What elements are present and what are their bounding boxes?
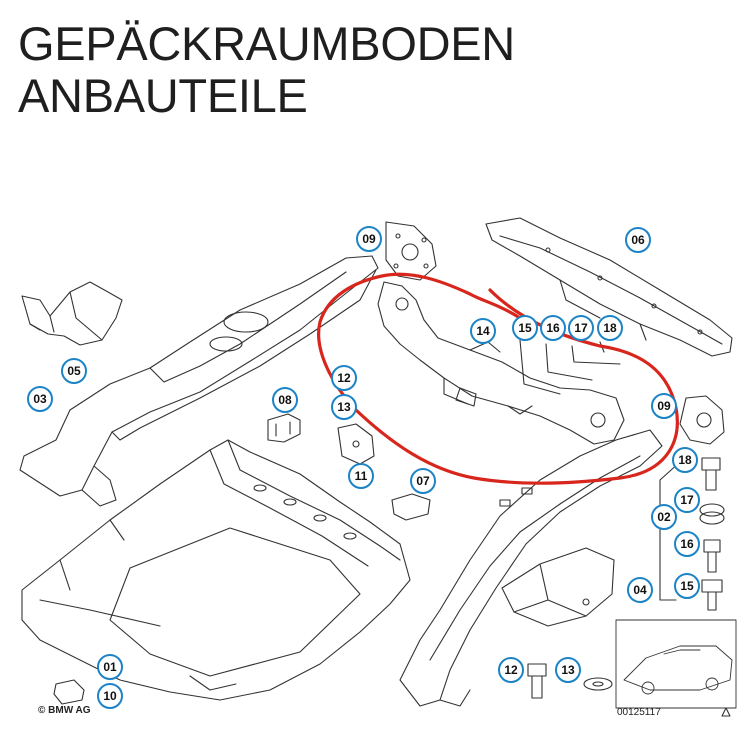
callout-label: 18 (603, 321, 617, 335)
callout-18[interactable]: 18 (597, 315, 623, 341)
callout-label: 15 (680, 579, 694, 593)
callout-label: 13 (337, 400, 351, 414)
right-rail-part (485, 217, 733, 357)
callout-15[interactable]: 15 (674, 573, 700, 599)
callout-label: 17 (574, 321, 588, 335)
callout-label: 15 (518, 321, 532, 335)
small-bracket-08 (267, 413, 301, 443)
document-number: 00125117 (617, 707, 661, 718)
callout-17[interactable]: 17 (674, 487, 700, 513)
page-title-line-2: ANBAUTEILE (18, 69, 308, 122)
callout-04[interactable]: 04 (627, 577, 653, 603)
callout-label: 01 (103, 660, 117, 674)
callout-06[interactable]: 06 (625, 227, 651, 253)
callout-08[interactable]: 08 (272, 387, 298, 413)
plug-cap-part (53, 679, 85, 705)
callout-label: 12 (504, 663, 518, 677)
callout-16[interactable]: 16 (540, 315, 566, 341)
callout-label: 09 (362, 232, 376, 246)
copyright-text: © BMW AG (38, 705, 91, 716)
callout-label: 08 (278, 393, 292, 407)
corner-bracket-part (501, 547, 615, 627)
callout-label: 11 (354, 469, 368, 483)
callout-label: 10 (103, 689, 117, 703)
callout-12[interactable]: 12 (331, 365, 357, 391)
callout-03[interactable]: 03 (27, 386, 53, 412)
callout-10[interactable]: 10 (97, 683, 123, 709)
callout-label: 16 (680, 537, 694, 551)
callout-label: 13 (561, 663, 575, 677)
right-side-rail-part (399, 429, 663, 707)
callout-07[interactable]: 07 (410, 468, 436, 494)
callout-label: 03 (33, 392, 47, 406)
callout-09[interactable]: 09 (356, 226, 382, 252)
car-thumbnail (615, 619, 737, 709)
small-bracket-07 (391, 493, 431, 521)
direction-arrow (721, 707, 731, 717)
callout-13[interactable]: 13 (331, 394, 357, 420)
callout-12[interactable]: 12 (498, 657, 524, 683)
callout-label: 09 (657, 399, 671, 413)
left-rail-part (19, 255, 379, 507)
left-bracket-part (21, 281, 123, 346)
callout-label: 14 (476, 324, 490, 338)
fastener-bracket-lines (519, 339, 621, 395)
callout-label: 07 (416, 474, 430, 488)
trunk-floor-part (21, 439, 411, 701)
callout-01[interactable]: 01 (97, 654, 123, 680)
callout-18[interactable]: 18 (672, 447, 698, 473)
callout-label: 12 (337, 371, 351, 385)
bottom-fasteners (527, 663, 613, 699)
small-bracket-11 (337, 423, 375, 465)
callout-label: 17 (680, 493, 694, 507)
callout-label: 06 (631, 233, 645, 247)
callout-09[interactable]: 09 (651, 393, 677, 419)
callout-16[interactable]: 16 (674, 531, 700, 557)
callout-label: 16 (546, 321, 560, 335)
callout-label: 18 (678, 453, 692, 467)
page-title: GEPÄCKRAUMBODEN ANBAUTEILE (18, 18, 515, 122)
callout-15[interactable]: 15 (512, 315, 538, 341)
right-mount-plate-part (679, 395, 725, 445)
page-title-line-1: GEPÄCKRAUMBODEN (18, 17, 515, 70)
callout-11[interactable]: 11 (348, 463, 374, 489)
callout-13[interactable]: 13 (555, 657, 581, 683)
mount-plate-part (385, 221, 437, 281)
annotation-circle (317, 272, 679, 485)
callout-17[interactable]: 17 (568, 315, 594, 341)
callout-05[interactable]: 05 (61, 358, 87, 384)
callout-14[interactable]: 14 (470, 318, 496, 344)
callout-label: 02 (657, 510, 671, 524)
callout-label: 04 (633, 583, 647, 597)
callout-label: 05 (67, 364, 81, 378)
callout-02[interactable]: 02 (651, 504, 677, 530)
